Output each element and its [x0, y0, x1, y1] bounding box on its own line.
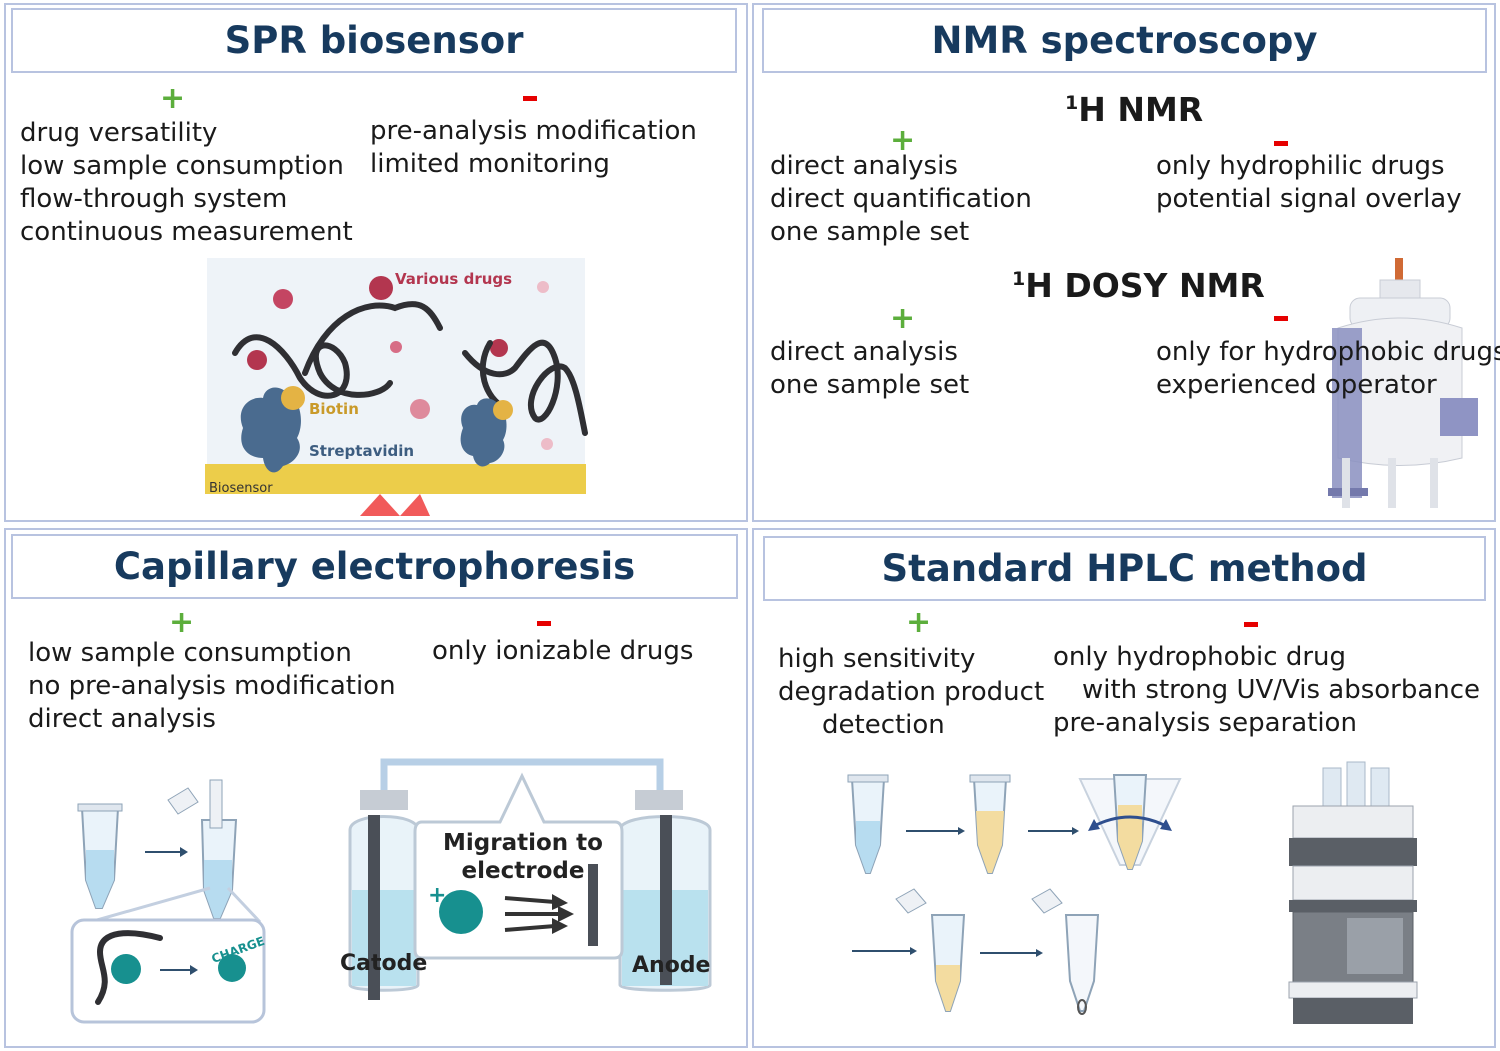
- dosy-minus-icon: [1274, 316, 1288, 321]
- nmr-magnet-illustration: [1328, 258, 1478, 508]
- hplc-instrument-illustration: [1288, 761, 1418, 1024]
- spr-plus-icon: +: [160, 81, 186, 116]
- ce-apparatus-illustration: Migration to electrode + Catode Anode: [340, 758, 712, 1000]
- dosy-con-item: experienced operator: [1156, 370, 1437, 400]
- hplc-title-box: Standard HPLC method: [763, 536, 1486, 601]
- h1-pro-item: direct analysis: [770, 151, 958, 181]
- h1-con-item: potential signal overlay: [1156, 184, 1462, 214]
- spr-cons-list: pre-analysis modification limited monito…: [370, 115, 697, 181]
- spr-con-item: limited monitoring: [370, 149, 610, 179]
- anode-label: Anode: [632, 953, 710, 978]
- hplc-con-item: with strong UV/Vis absorbance: [1082, 675, 1481, 705]
- spr-illustration: Various drugs Biotin Streptavidin Biosen…: [205, 258, 588, 516]
- drug-molecule: [410, 399, 430, 419]
- spr-pro-item: low sample consumption: [20, 151, 344, 181]
- spr-con-item: pre-analysis modification: [370, 116, 697, 146]
- spr-minus-icon: [523, 96, 537, 101]
- spr-pro-item: flow-through system: [20, 184, 288, 214]
- biotin-label: Biotin: [309, 400, 359, 418]
- positive-charge-icon: +: [428, 883, 446, 908]
- drug-molecule: [273, 289, 293, 309]
- hplc-workflow-illustration: [847, 774, 1182, 1015]
- h1-nmr-heading: 1H NMR: [1065, 90, 1204, 129]
- ce-cons-list: only ionizable drugs: [432, 635, 693, 668]
- h1-minus-icon: [1274, 141, 1288, 146]
- ce-con-item: only ionizable drugs: [432, 636, 694, 666]
- spr-title: SPR biosensor: [224, 19, 524, 62]
- drug-molecule: [537, 281, 549, 293]
- ce-title-box: Capillary electrophoresis: [11, 534, 738, 599]
- nmr-title-box: NMR spectroscopy: [762, 8, 1487, 73]
- hplc-pro-item: degradation product: [778, 677, 1045, 707]
- hplc-con-item: pre-analysis separation: [1053, 708, 1357, 738]
- ce-title: Capillary electrophoresis: [113, 545, 636, 588]
- hplc-minus-icon: [1244, 622, 1258, 627]
- streptavidin-protein: [240, 387, 301, 473]
- biotin-molecule: [281, 386, 305, 410]
- spr-pros-list: drug versatility low sample consumption …: [20, 117, 353, 249]
- biotin-molecule: [493, 400, 513, 420]
- ce-pros-list: low sample consumption no pre-analysis m…: [28, 637, 396, 736]
- catode-label: Catode: [340, 951, 427, 976]
- drug-molecule: [247, 350, 267, 370]
- polymer-chain: [232, 301, 443, 399]
- hplc-plus-icon: +: [906, 605, 932, 640]
- drug-molecule: [490, 339, 508, 357]
- h1-cons-list: only hydrophilic drugs potential signal …: [1156, 150, 1462, 216]
- ce-tubes-illustration: CHARGE: [70, 779, 266, 1024]
- ce-pro-item: low sample consumption: [28, 638, 352, 668]
- ce-plus-icon: +: [169, 605, 195, 640]
- h1-pro-item: direct quantification: [770, 184, 1032, 214]
- nmr-panel: [752, 3, 1496, 522]
- migration-label-line2: electrode: [462, 858, 585, 884]
- hplc-title: Standard HPLC method: [881, 547, 1368, 590]
- biosensor-label: Biosensor: [209, 481, 273, 496]
- drug-molecule: [369, 276, 393, 300]
- hplc-cons-list: only hydrophobic drug with strong UV/Vis…: [1053, 641, 1480, 740]
- ce-pro-item: direct analysis: [28, 704, 216, 734]
- ce-minus-icon: [537, 621, 551, 626]
- drug-molecule: [541, 438, 553, 450]
- spr-light-path-2: [400, 494, 430, 516]
- ce-pro-item: no pre-analysis modification: [28, 671, 396, 701]
- hplc-pros-list: high sensitivity degradation product det…: [778, 643, 1044, 742]
- spr-pro-item: continuous measurement: [20, 217, 353, 247]
- streptavidin-label: Streptavidin: [309, 442, 414, 460]
- h1-con-item: only hydrophilic drugs: [1156, 151, 1445, 181]
- h1-pro-item: one sample set: [770, 217, 970, 247]
- spr-pro-item: drug versatility: [20, 118, 218, 148]
- drugs-label: Various drugs: [395, 270, 512, 288]
- hplc-pro-item: detection: [822, 710, 945, 740]
- dosy-nmr-heading: 1H DOSY NMR: [1012, 266, 1265, 305]
- hplc-con-item: only hydrophobic drug: [1053, 642, 1347, 672]
- dosy-pros-list: direct analysis one sample set: [770, 336, 969, 402]
- hplc-pro-item: high sensitivity: [778, 644, 976, 674]
- dosy-pro-item: one sample set: [770, 370, 970, 400]
- nmr-title: NMR spectroscopy: [931, 19, 1318, 62]
- dosy-cons-list: only for hydrophobic drugs experienced o…: [1156, 336, 1500, 402]
- migration-label-line1: Migration to: [443, 830, 603, 856]
- h1-plus-icon: +: [890, 123, 916, 158]
- h1-pros-list: direct analysis direct quantification on…: [770, 150, 1032, 249]
- dosy-con-item: only for hydrophobic drugs: [1156, 337, 1500, 367]
- spr-title-box: SPR biosensor: [11, 8, 737, 73]
- dosy-plus-icon: +: [890, 301, 916, 336]
- drug-molecule: [390, 341, 402, 353]
- spr-light-path: [360, 494, 400, 516]
- dosy-pro-item: direct analysis: [770, 337, 958, 367]
